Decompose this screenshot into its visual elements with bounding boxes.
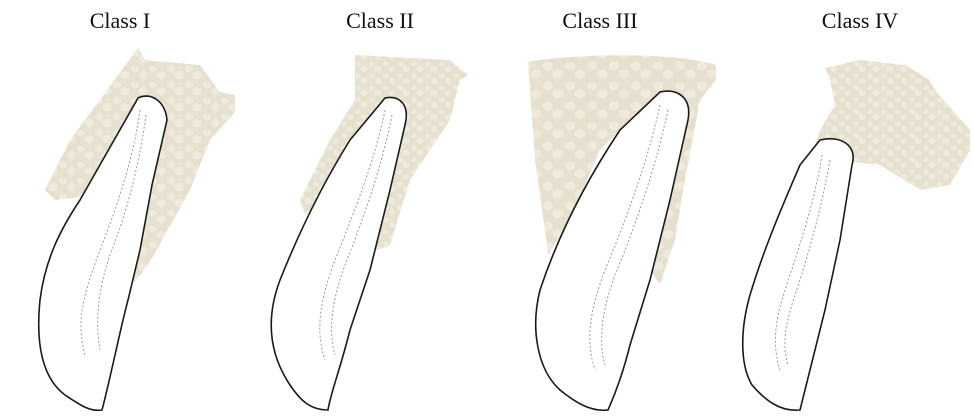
class-3-illustration [520, 0, 763, 419]
panel-class-2: Class II [270, 0, 513, 419]
panel-class-4: Class IV [740, 0, 974, 419]
tooth-illustration [743, 139, 853, 410]
class-4-illustration [740, 0, 974, 419]
panel-class-3: Class III [520, 0, 763, 419]
class-1-illustration [40, 0, 283, 419]
class-2-illustration [270, 0, 513, 419]
panel-class-1: Class I [40, 0, 283, 419]
